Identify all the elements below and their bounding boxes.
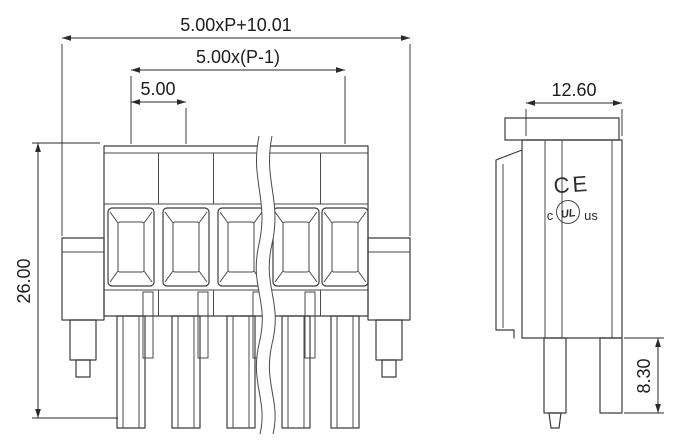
ul-mark: UL c us (547, 200, 598, 224)
ul-mark-c: c (547, 208, 554, 223)
ul-mark-us: us (584, 208, 598, 223)
right-flange (367, 237, 411, 378)
dim-pitch-span: 5.00x(P-1) (130, 47, 346, 144)
solder-pin (543, 337, 567, 429)
contact-leg (116, 315, 146, 429)
ce-mark: CE (553, 171, 591, 198)
dim-label-overall-width: 5.00xP+10.01 (180, 15, 292, 35)
contact-leg (226, 315, 256, 429)
dim-label-side-width: 12.60 (551, 80, 596, 100)
contact-leg (171, 315, 201, 429)
dim-label-pitch-span: 5.00x(P-1) (196, 47, 280, 67)
dim-label-pitch: 5.00 (140, 79, 175, 99)
mounting-foot (599, 337, 623, 414)
dim-pitch: 5.00 (131, 79, 187, 144)
dim-overall-width: 5.00xP+10.01 (61, 15, 411, 236)
front-view (61, 135, 411, 435)
solder-tab (142, 291, 316, 359)
clamp-opening (272, 207, 320, 287)
side-view: CE UL c us (495, 117, 623, 429)
clamp-opening (321, 207, 369, 287)
dim-label-foot-height: 8.30 (634, 358, 654, 393)
clamp-opening (162, 207, 210, 287)
left-flange (61, 237, 105, 378)
dim-side-width: 12.60 (525, 80, 623, 136)
ce-mark-text: CE (553, 171, 591, 198)
dim-label-height: 26.00 (14, 258, 34, 303)
break-line (255, 135, 276, 435)
ul-mark-monogram: UL (560, 207, 576, 221)
clamp-opening (107, 207, 155, 287)
contact-leg (330, 315, 360, 429)
side-body-outline (495, 117, 623, 339)
contact-leg (281, 315, 311, 429)
dim-foot-height: 8.30 (624, 337, 664, 414)
dim-height: 26.00 (14, 142, 118, 419)
